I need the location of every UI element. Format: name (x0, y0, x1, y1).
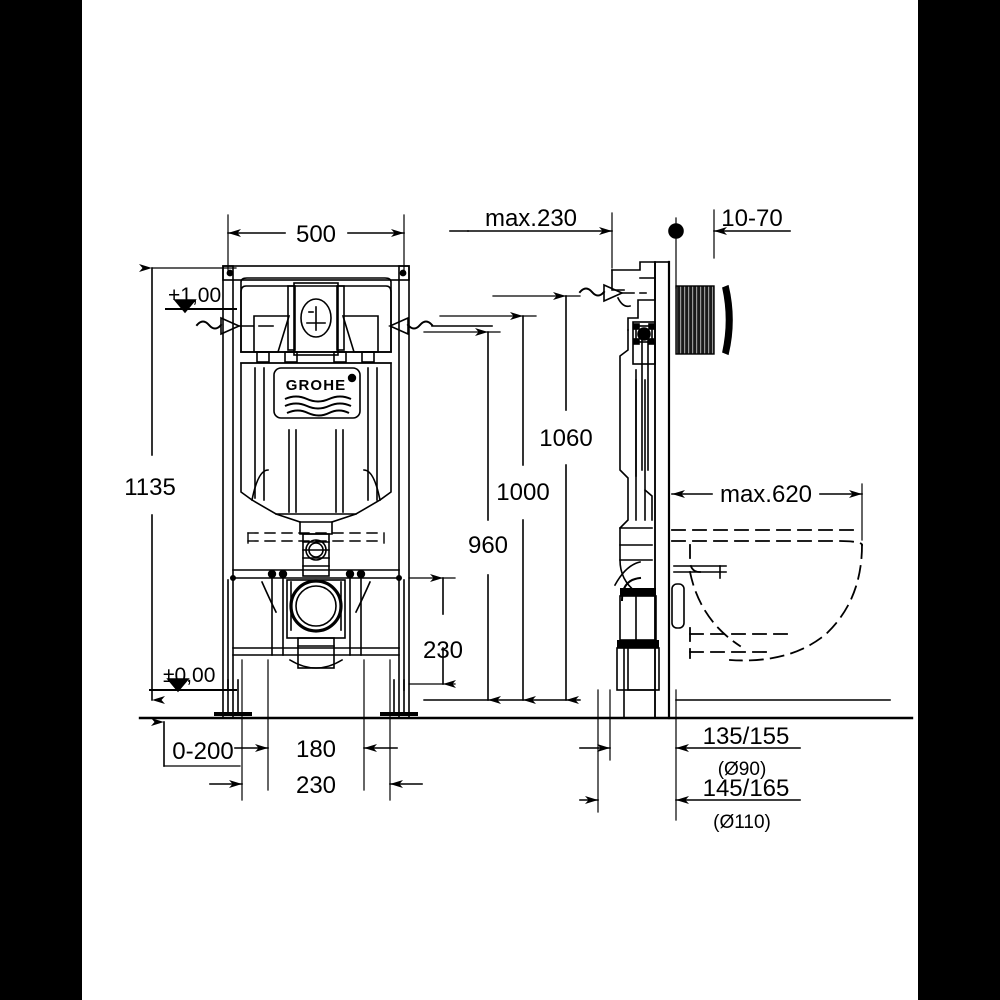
dimension-960 (423, 328, 501, 704)
dimension-500 (227, 214, 405, 273)
front-hidden-lines (247, 532, 385, 549)
label-dia-90: (Ø90) (718, 759, 767, 780)
label-dim-960: 960 (468, 532, 508, 559)
dimension-1135 (139, 264, 237, 704)
dimension-230-right (408, 574, 456, 688)
grohe-wave-lines (284, 395, 352, 417)
drawing-geometry (138, 209, 914, 821)
label-dim-145-165: 145/165 (703, 775, 790, 802)
waste-outlet-front (260, 569, 372, 669)
drawing-sheet (82, 0, 918, 1000)
label-dim-max-620: max.620 (720, 481, 812, 508)
label-dim-500: 500 (296, 221, 336, 248)
dimension-max-230 (449, 212, 613, 269)
label-dim-1135: 1135 (124, 474, 176, 501)
dimension-max-620 (671, 483, 863, 541)
water-inlet-symbol-side (578, 283, 647, 303)
label-dim-230-right: 230 (423, 637, 463, 664)
label-dim-1060: 1060 (539, 425, 592, 452)
level-mark-plus-one (165, 299, 237, 314)
label-dim-0-200: 0-200 (172, 738, 233, 765)
grohe-logo-plate (273, 367, 361, 419)
toilet-bowl-outline (671, 529, 863, 662)
toilet-bowl-solid-details (671, 565, 891, 701)
side-elevation (611, 260, 733, 720)
grohe-logo-dot (347, 373, 357, 383)
dimension-labels: 500 1135 +1,00 ±0,00 max.230 10-70 1060 … (124, 205, 812, 833)
dimension-1060 (492, 292, 581, 704)
front-elevation-frame (214, 265, 418, 719)
dimension-1000 (439, 312, 537, 704)
grohe-wordmark: GROHE (286, 377, 347, 394)
label-dim-1000: 1000 (496, 479, 549, 506)
water-inlet-symbol-right (388, 316, 493, 336)
label-level-plus-one: +1,00 (168, 284, 221, 307)
water-inlet-symbol-left (195, 316, 279, 336)
dimension-180 (234, 659, 398, 791)
level-mark-zero (149, 678, 237, 693)
label-dim-10-70: 10-70 (721, 205, 782, 232)
dimension-10-70 (668, 209, 791, 289)
label-dim-135-155: 135/155 (703, 723, 790, 750)
label-dia-110: (Ø110) (713, 812, 771, 833)
flush-pipe (302, 533, 330, 577)
grohe-brand-logo: GROHE (284, 373, 357, 417)
label-dim-max-230: max.230 (485, 205, 577, 232)
dimension-drain-offsets (579, 689, 801, 821)
dimension-230-bottom (209, 659, 423, 801)
label-level-zero: ±0,00 (163, 664, 215, 687)
cistern-body (240, 277, 392, 535)
label-dim-230-bottom: 230 (296, 772, 336, 799)
dimension-0-200 (151, 718, 241, 767)
label-dim-180: 180 (296, 736, 336, 763)
